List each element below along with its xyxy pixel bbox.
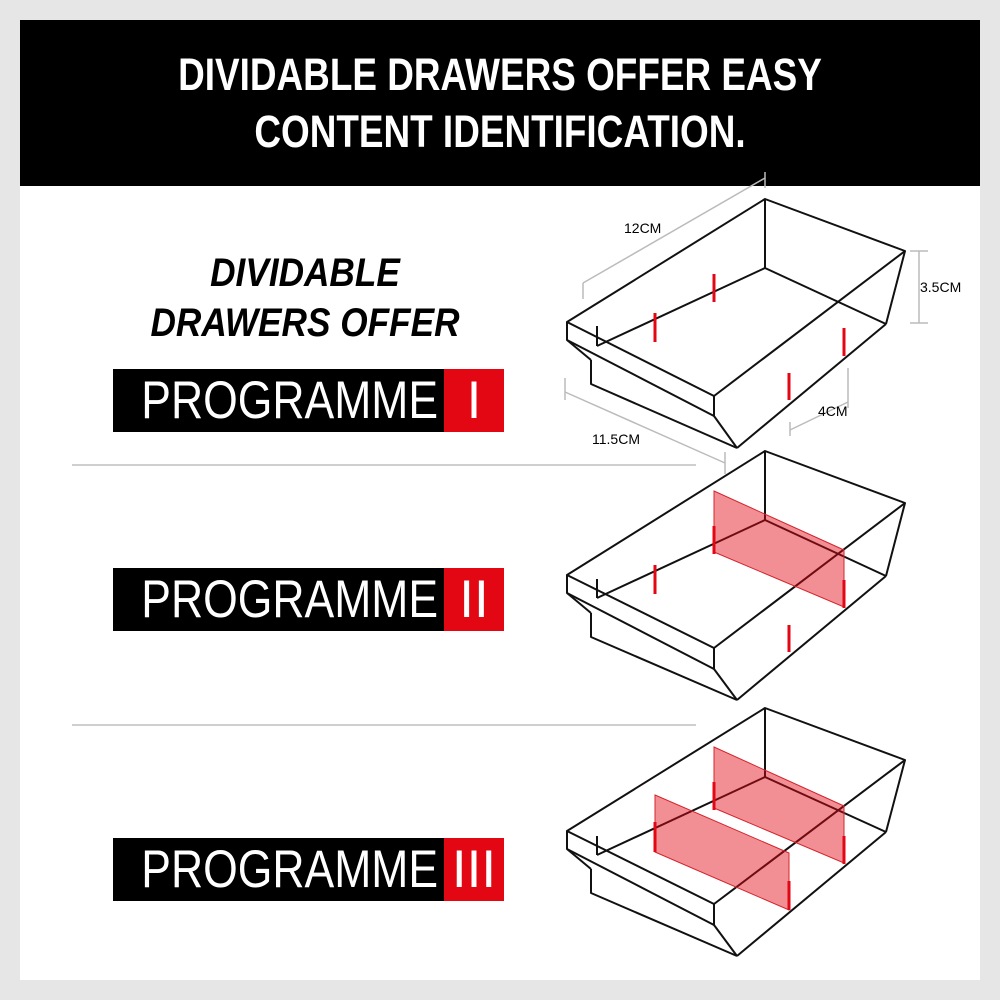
dimension-width: 11.5CM — [592, 431, 640, 447]
dimension-length: 12CM — [624, 220, 661, 236]
drawer-1-illustration — [566, 198, 906, 449]
section-divider-1 — [72, 464, 696, 466]
programme-3-numeral: III — [444, 838, 504, 901]
drawer-3-divider-slots — [653, 782, 846, 910]
dimension-divider-spacing: 4CM — [818, 403, 848, 419]
drawer-illustrations: 12CM 3.5CM 11.5CM 4CM — [564, 172, 961, 957]
programme-3-name: PROGRAMME — [141, 840, 439, 899]
subtitle-line-2: DRAWERS OFFER — [150, 301, 460, 345]
programme-1-name: PROGRAMME — [141, 371, 439, 430]
section-divider-2 — [72, 724, 696, 726]
header-banner: DIVIDABLE DRAWERS OFFER EASY CONTENT IDE… — [20, 20, 980, 186]
programme-1-numeral: I — [444, 369, 504, 432]
banner-title-line-1: DIVIDABLE DRAWERS OFFER EASY — [178, 49, 822, 100]
dimension-height: 3.5CM — [920, 279, 961, 295]
subtitle-line-1: DIVIDABLE — [210, 251, 400, 295]
drawer-2-divider-slots — [653, 526, 846, 652]
banner-title-line-2: CONTENT IDENTIFICATION. — [254, 106, 746, 157]
drawer-3-illustration — [566, 707, 906, 957]
drawer-1-divider-slots — [653, 274, 846, 400]
programme-2-numeral: II — [444, 568, 504, 631]
programme-2-label: PROGRAMME II — [113, 568, 504, 631]
infographic-panel: DIVIDABLE DRAWERS OFFER EASY CONTENT IDE… — [20, 20, 980, 980]
programme-2-name: PROGRAMME — [141, 570, 439, 629]
programme-1-label: PROGRAMME I — [113, 369, 504, 432]
drawer-2-illustration — [566, 450, 906, 701]
dimension-lines — [564, 172, 928, 474]
programme-3-label: PROGRAMME III — [113, 838, 504, 901]
subtitle: DIVIDABLE DRAWERS OFFER — [115, 248, 495, 348]
banner-title: DIVIDABLE DRAWERS OFFER EASY CONTENT IDE… — [106, 46, 893, 160]
